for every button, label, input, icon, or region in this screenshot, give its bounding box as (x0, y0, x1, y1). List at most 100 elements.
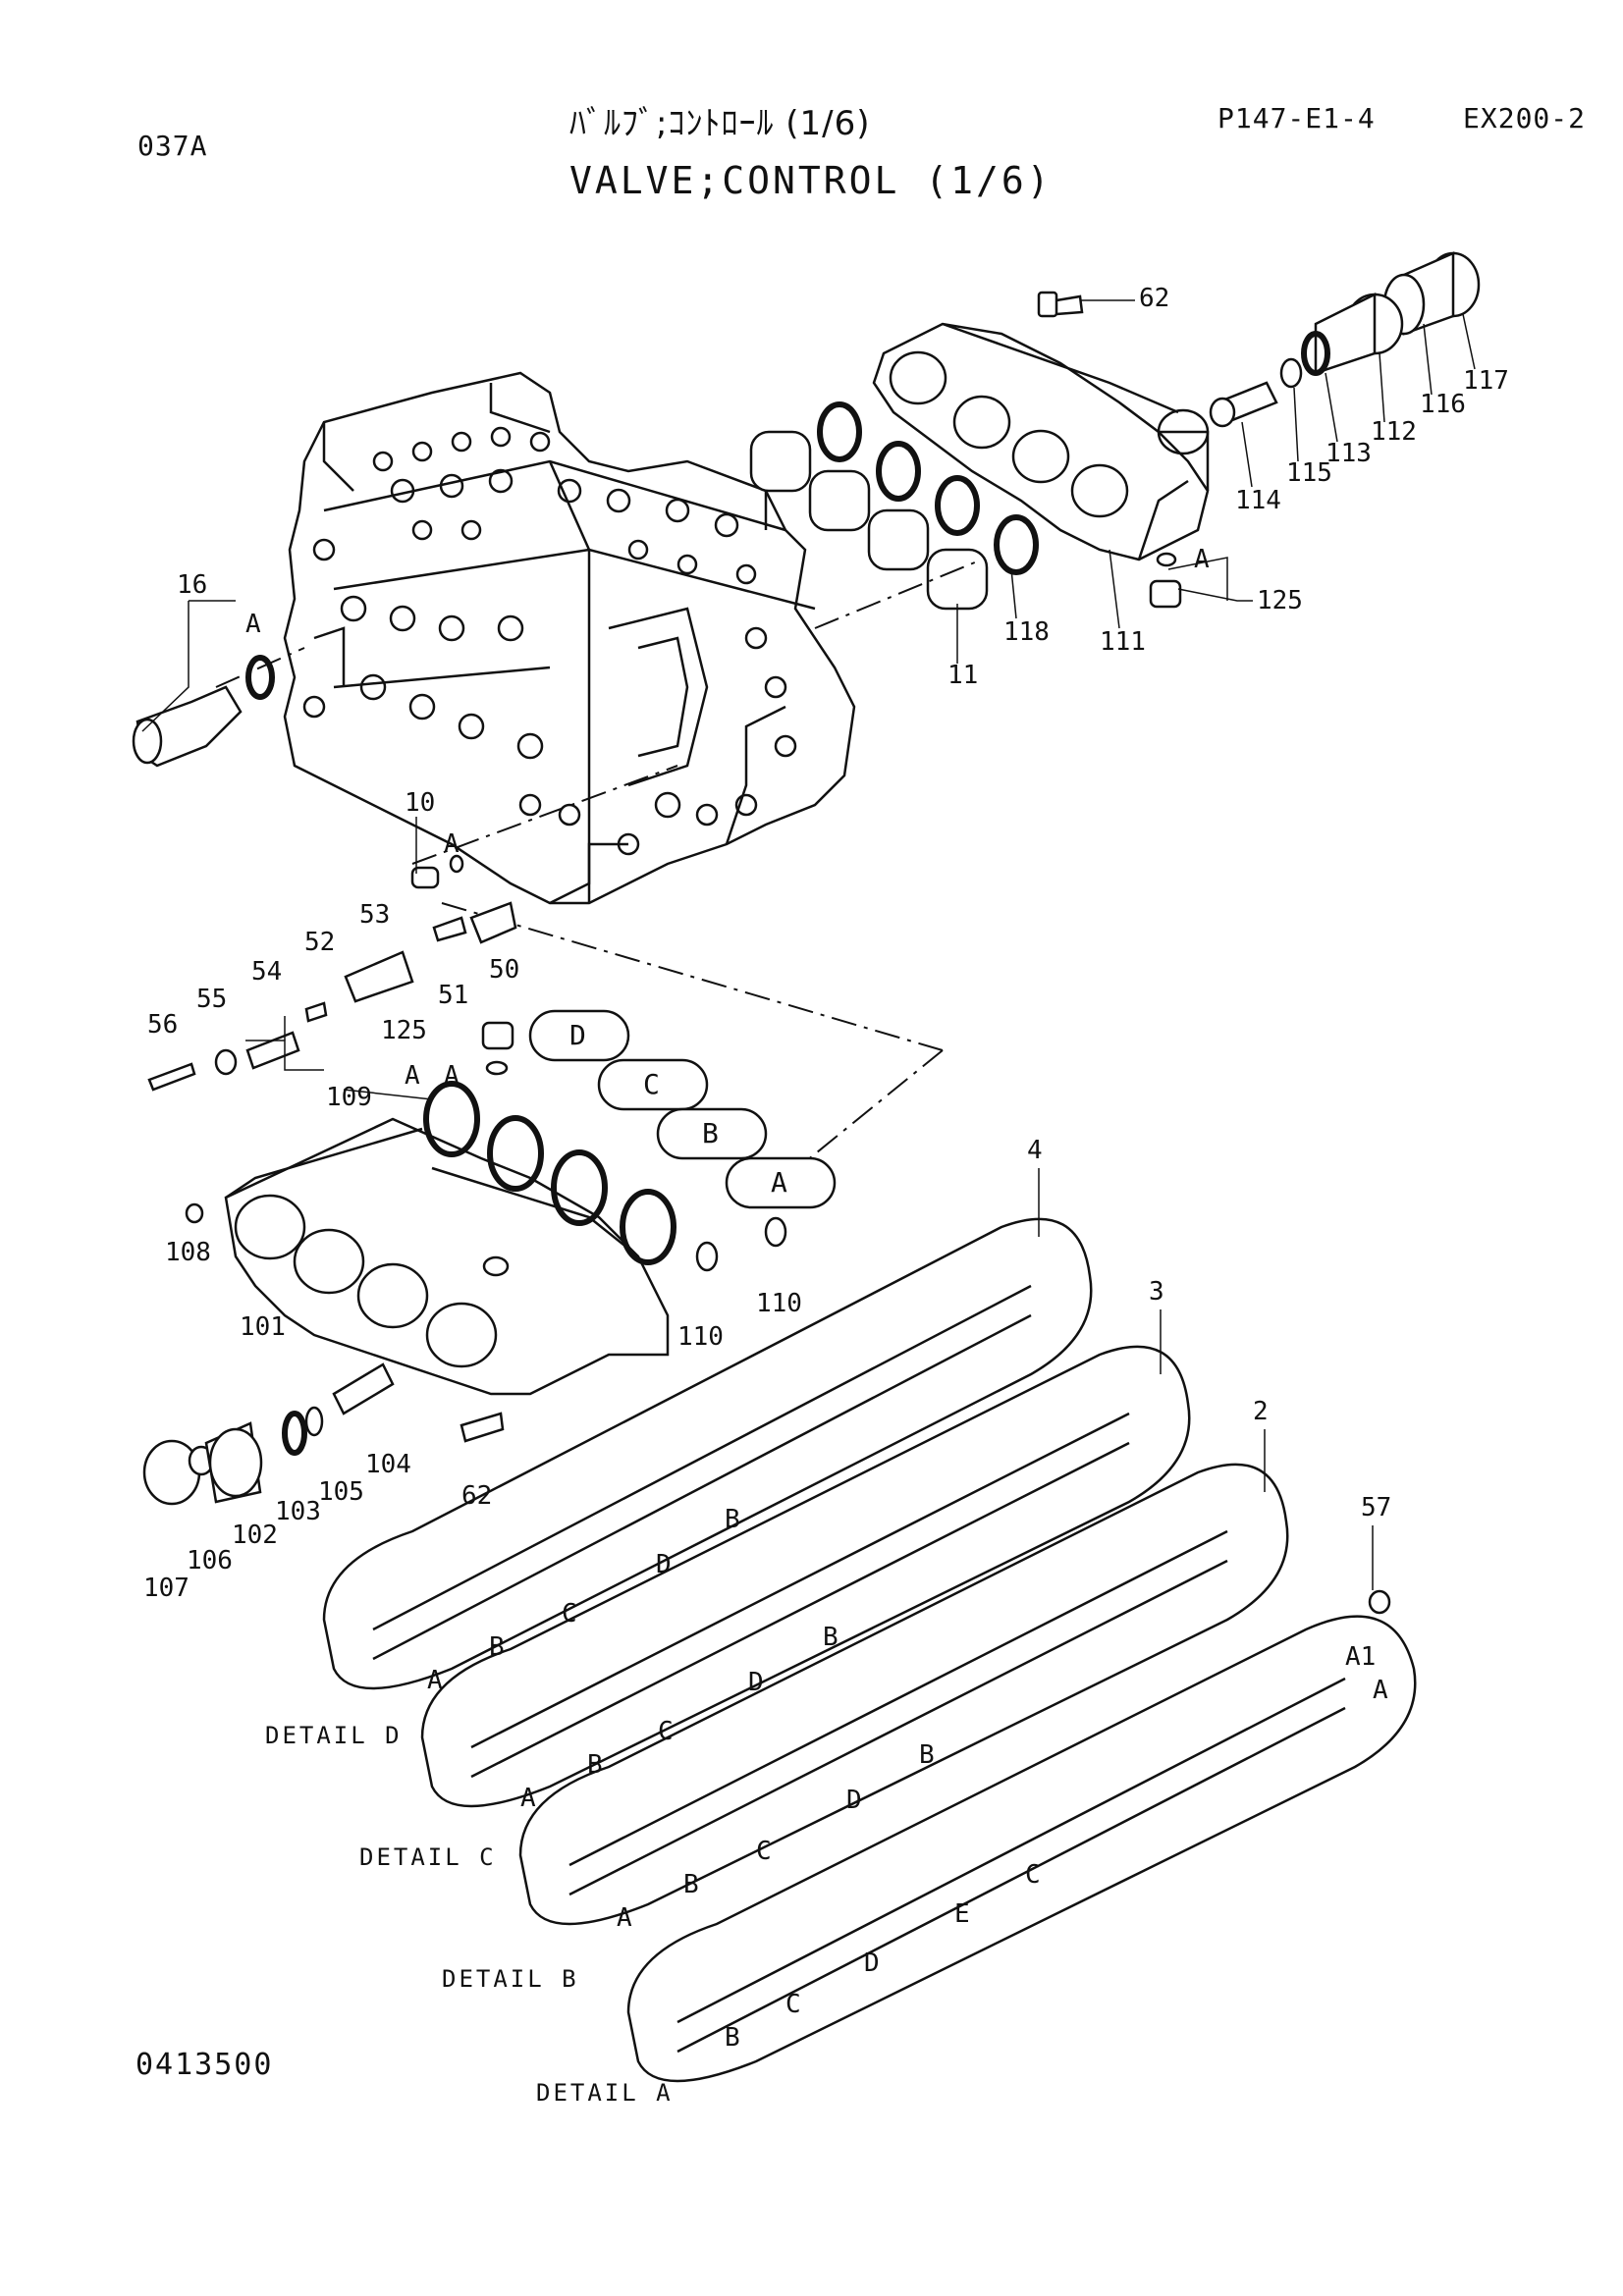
cross-ref-a-3: A (444, 829, 460, 859)
detail-a-letter-a: A (1373, 1676, 1388, 1705)
callout-116: 116 (1420, 390, 1466, 419)
o-rings-109 (423, 1081, 787, 1272)
callout-62-low: 62 (461, 1481, 492, 1511)
cover-101 (224, 1117, 670, 1396)
callout-112: 112 (1371, 417, 1417, 447)
cross-ref-markers: A A A A A (245, 545, 1210, 1091)
callout-10: 10 (405, 788, 435, 818)
callout-11: 11 (947, 661, 978, 690)
callout-114: 114 (1235, 486, 1281, 515)
title-english: VALVE;CONTROL (1/6) (569, 159, 1053, 202)
callout-118: 118 (1003, 617, 1050, 647)
callout-110-b: 110 (756, 1289, 802, 1318)
callout-53: 53 (359, 900, 390, 930)
cross-ref-a-5: A (405, 1061, 420, 1091)
center-lines (215, 559, 983, 1179)
detail-view-titles: DETAIL D DETAIL C DETAIL B DETAIL A (265, 1722, 674, 2107)
housing-ports (302, 426, 797, 856)
detail-a-letter-a1: A1 (1345, 1642, 1376, 1672)
spool-detail-letters: A B C D B A B C D B A B C D B B C D E C … (427, 1505, 1388, 2053)
callout-105: 105 (318, 1477, 364, 1507)
detail-a-letter-c2: C (1025, 1860, 1041, 1890)
plug-108 (185, 1202, 204, 1224)
callout-4: 4 (1027, 1136, 1043, 1165)
callout-115: 115 (1286, 458, 1332, 488)
detail-c-letter-c: C (658, 1717, 674, 1746)
detail-balloons (528, 1009, 837, 1209)
part-callout-labels: 62 117 116 112 113 115 114 125 111 118 1… (143, 284, 1509, 1603)
callout-103: 103 (275, 1497, 321, 1526)
detail-d-letter-c: C (562, 1599, 577, 1629)
balloon-d (528, 1009, 630, 1062)
detail-c-letter-b2: B (823, 1623, 839, 1652)
callout-108: 108 (165, 1238, 211, 1267)
cross-ref-a-2: A (1194, 545, 1210, 574)
callout-54: 54 (251, 957, 282, 987)
balloon-letters: D C B A (569, 1019, 787, 1199)
detail-d-letter-b: B (489, 1632, 505, 1662)
small-parts-left (147, 854, 517, 1092)
cross-ref-a-4: A (444, 1061, 460, 1091)
detail-b-letter-b2: B (919, 1740, 935, 1770)
main-valve-housing (283, 371, 856, 905)
title-japanese: ﾊﾞﾙﾌﾞ;ｺﾝﾄﾛｰﾙ (1/6) (569, 104, 871, 143)
callout-110-a: 110 (677, 1322, 724, 1352)
o-rings-118 (817, 401, 1039, 575)
screw-62-top (1037, 291, 1084, 318)
relief-valve-upper (1209, 251, 1481, 428)
callout-62-top: 62 (1139, 284, 1169, 313)
detail-a-letter-b: B (725, 2023, 740, 2053)
callout-125-top: 125 (1257, 586, 1303, 615)
callout-57: 57 (1361, 1493, 1391, 1522)
detail-c-letter-a: A (520, 1784, 536, 1813)
callout-117: 117 (1463, 366, 1509, 396)
detail-d-title: DETAIL D (265, 1722, 403, 1749)
relief-valve-lower (142, 1362, 505, 1506)
model-number: EX200-2 (1463, 102, 1587, 134)
detail-b-title: DETAIL B (442, 1965, 579, 1993)
callout-52: 52 (304, 928, 335, 957)
balloon-b-label: B (702, 1117, 719, 1149)
detail-a-letter-e: E (954, 1899, 970, 1929)
balloon-b (656, 1107, 768, 1160)
callout-113: 113 (1325, 439, 1372, 468)
callout-104: 104 (365, 1450, 411, 1479)
end-cover-111 (872, 322, 1210, 561)
callout-3: 3 (1149, 1277, 1164, 1307)
callout-50: 50 (489, 955, 519, 985)
page-reference: P147-E1-4 (1217, 102, 1376, 134)
balloon-a (725, 1156, 837, 1209)
detail-b-letter-c: C (756, 1837, 772, 1866)
balloon-d-label: D (569, 1019, 586, 1051)
relief-valve-16 (132, 655, 275, 768)
balloon-c-label: C (643, 1068, 660, 1100)
plug-125-upper (1149, 552, 1182, 609)
detail-d-letter-a: A (427, 1666, 443, 1695)
drawing-number: 0413500 (135, 2048, 274, 2082)
detail-a-letter-c: C (785, 1990, 801, 2019)
detail-d-letter-b2: B (725, 1505, 740, 1534)
detail-c-title: DETAIL C (359, 1843, 497, 1871)
callout-16: 16 (177, 570, 207, 600)
callout-125-low: 125 (381, 1016, 427, 1045)
leader-lines (141, 299, 1476, 1590)
balloon-a-label: A (771, 1166, 787, 1199)
detail-b-letter-a: A (617, 1903, 632, 1933)
detail-c-letter-b: B (587, 1750, 603, 1780)
detail-a-letter-d: D (864, 1949, 880, 1978)
callout-107: 107 (143, 1574, 189, 1603)
callout-55: 55 (196, 985, 227, 1014)
callout-111: 111 (1100, 627, 1146, 657)
detail-a-title: DETAIL A (536, 2079, 674, 2107)
sheet-code: 037A (137, 130, 208, 162)
callout-101: 101 (240, 1312, 286, 1342)
detail-d-letter-d: D (656, 1550, 672, 1579)
balloon-c (597, 1058, 709, 1111)
detail-b-letter-b: B (683, 1870, 699, 1899)
callout-51: 51 (438, 981, 468, 1010)
callout-56: 56 (147, 1010, 178, 1040)
plug-125-lower (481, 1021, 514, 1076)
callout-2: 2 (1253, 1397, 1269, 1426)
callout-109: 109 (326, 1083, 372, 1112)
